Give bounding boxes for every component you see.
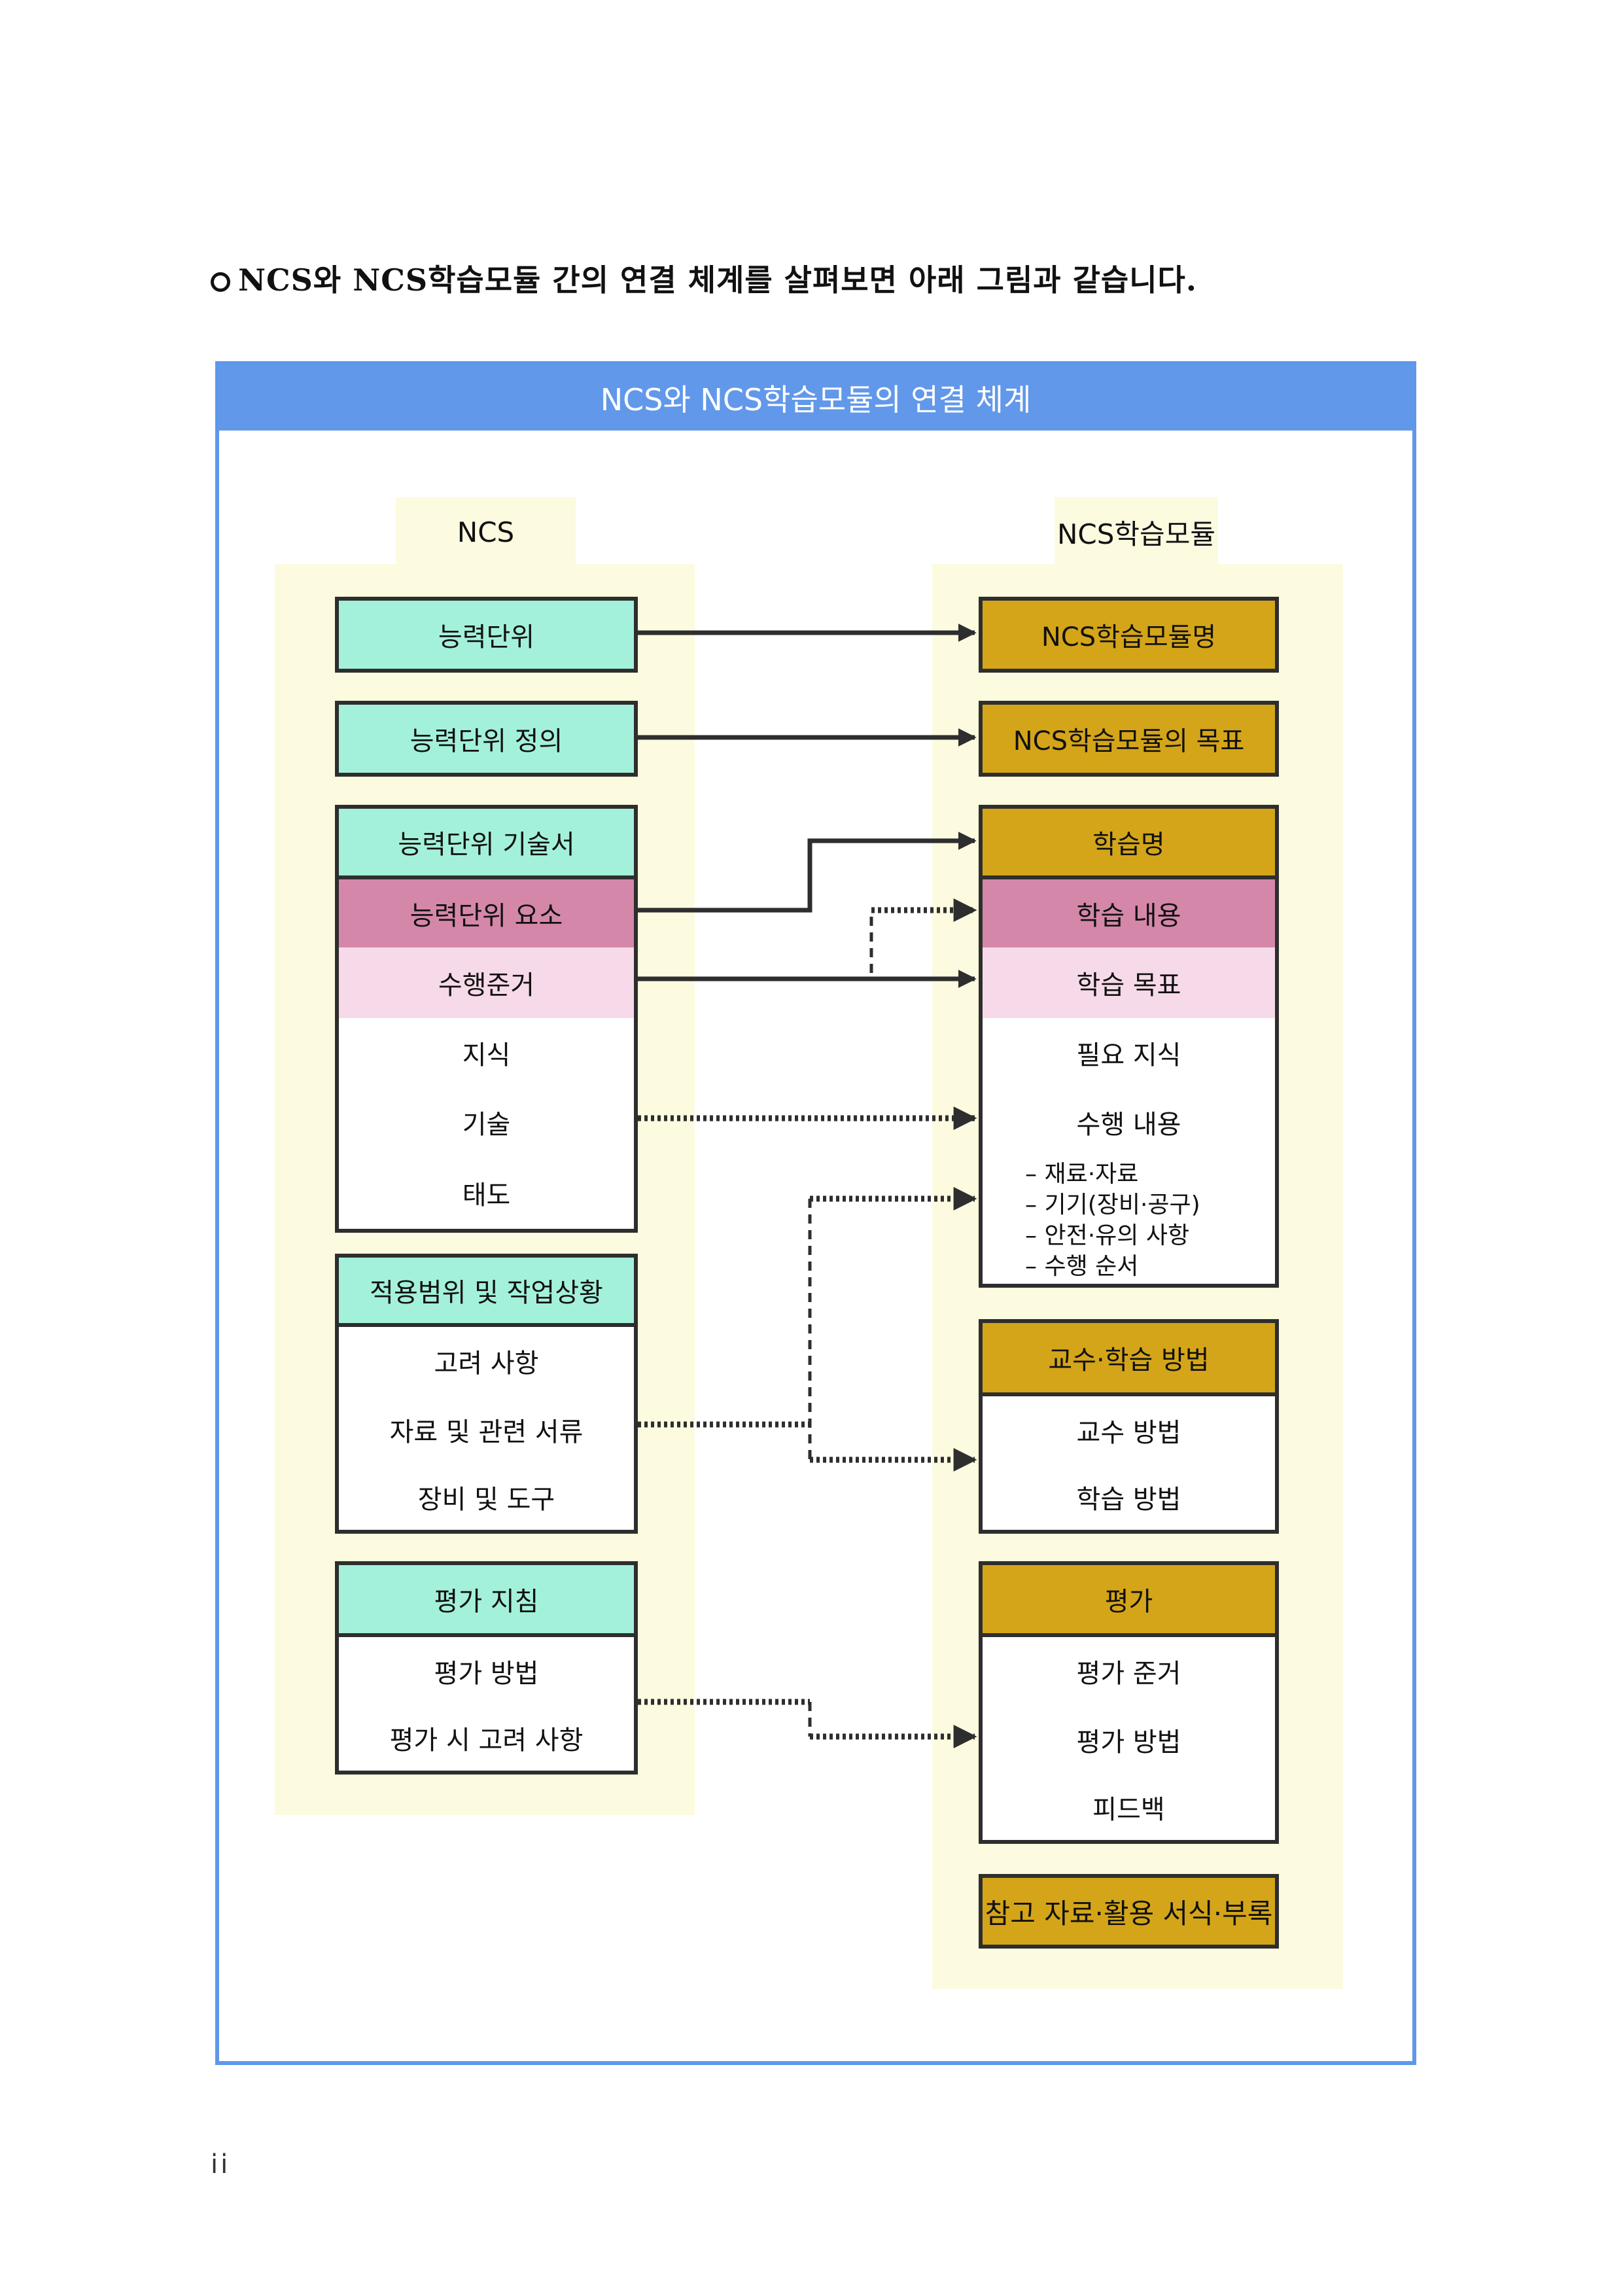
module-goal-box: NCS학습모듈의 목표 — [979, 701, 1279, 777]
ncs-scope-box: 적용범위 및 작업상황 고려 사항 자료 및 관련 서류 장비 및 도구 — [335, 1254, 638, 1534]
ncs-attitude: 태도 — [339, 1157, 634, 1229]
module-evaluation-head: 평가 — [983, 1565, 1275, 1637]
ncs-unit: 능력단위 — [339, 601, 634, 669]
module-learning-box: 학습명 학습 내용 학습 목표 필요 지식 수행 내용 재료·자료 기기(장비·… — [979, 805, 1279, 1288]
ncs-evaluation-box: 평가 지침 평가 방법 평가 시 고려 사항 — [335, 1561, 638, 1775]
ncs-scope-head: 적용범위 및 작업상황 — [339, 1258, 634, 1327]
page-number: ii — [211, 2149, 231, 2180]
ncs-descriptor-head: 능력단위 기술서 — [339, 809, 634, 879]
module-learning-goal: 학습 목표 — [983, 947, 1275, 1018]
module-learning-content: 학습 내용 — [983, 879, 1275, 947]
ncs-documents: 자료 및 관련 서류 — [339, 1395, 634, 1464]
module-performance-content: 수행 내용 — [983, 1087, 1275, 1157]
ncs-unit-box: 능력단위 — [335, 597, 638, 673]
module-evaluation-method: 평가 방법 — [983, 1705, 1275, 1775]
subitem-materials: 재료·자료 — [1025, 1159, 1138, 1190]
module-evaluation-criteria: 평가 준거 — [983, 1637, 1275, 1705]
module-appendix-box: 참고 자료·활용 서식·부록 — [979, 1874, 1279, 1949]
ncs-unit-definition-box: 능력단위 정의 — [335, 701, 638, 777]
ncs-performance-criteria: 수행준거 — [339, 947, 634, 1018]
module-learning-name: 학습명 — [983, 809, 1275, 879]
module-learning-method: 학습 방법 — [983, 1464, 1275, 1530]
module-appendix: 참고 자료·활용 서식·부록 — [983, 1878, 1275, 1945]
ncs-considerations: 고려 사항 — [339, 1327, 634, 1395]
subitem-safety: 안전·유의 사항 — [1025, 1220, 1189, 1251]
ncs-evaluation-method: 평가 방법 — [339, 1637, 634, 1705]
module-name: NCS학습모듈명 — [983, 601, 1275, 669]
ncs-unit-element: 능력단위 요소 — [339, 879, 634, 947]
module-performance-subitems: 재료·자료 기기(장비·공구) 안전·유의 사항 수행 순서 — [983, 1157, 1275, 1284]
ncs-evaluation-head: 평가 지침 — [339, 1565, 634, 1637]
module-feedback: 피드백 — [983, 1775, 1275, 1840]
module-teaching-method: 교수 방법 — [983, 1396, 1275, 1464]
module-column-title: NCS학습모듈 — [1055, 497, 1218, 567]
intro-sentence: NCS와 NCS학습모듈 간의 연결 체계를 살펴보면 아래 그림과 같습니다. — [211, 256, 1197, 300]
ncs-evaluation-considerations: 평가 시 고려 사항 — [339, 1705, 634, 1771]
ncs-skill: 기술 — [339, 1087, 634, 1157]
intro-text: NCS와 NCS학습모듈 간의 연결 체계를 살펴보면 아래 그림과 같습니다. — [238, 262, 1197, 298]
ncs-equipment: 장비 및 도구 — [339, 1464, 634, 1530]
subitem-procedure: 수행 순서 — [1025, 1251, 1138, 1282]
module-required-knowledge: 필요 지식 — [983, 1018, 1275, 1087]
module-goal: NCS학습모듈의 목표 — [983, 705, 1275, 773]
ncs-descriptor-box: 능력단위 기술서 능력단위 요소 수행준거 지식 기술 태도 — [335, 805, 638, 1233]
circle-bullet-icon — [211, 272, 230, 292]
subitem-equipment: 기기(장비·공구) — [1025, 1190, 1200, 1220]
ncs-unit-definition: 능력단위 정의 — [339, 705, 634, 773]
module-name-box: NCS학습모듈명 — [979, 597, 1279, 673]
module-method-head: 교수·학습 방법 — [983, 1323, 1275, 1396]
figure-title: NCS와 NCS학습모듈의 연결 체계 — [219, 365, 1412, 431]
module-evaluation-box: 평가 평가 준거 평가 방법 피드백 — [979, 1561, 1279, 1844]
ncs-column-title: NCS — [396, 497, 576, 567]
module-method-box: 교수·학습 방법 교수 방법 학습 방법 — [979, 1319, 1279, 1534]
ncs-knowledge: 지식 — [339, 1018, 634, 1087]
